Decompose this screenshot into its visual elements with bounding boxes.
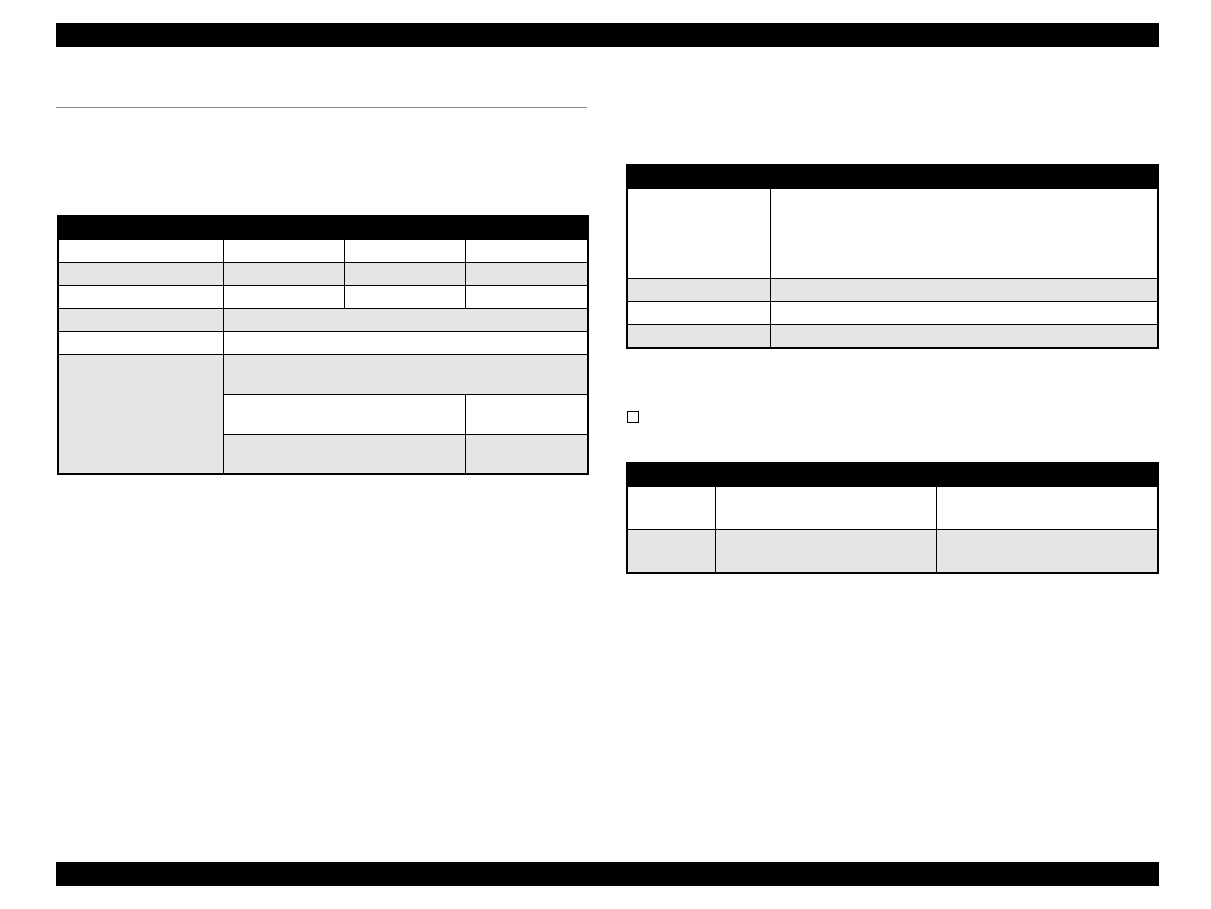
- table-cell: [464, 434, 589, 474]
- header-cell: [464, 215, 589, 240]
- table-row: [57, 262, 589, 286]
- table-row: [626, 529, 1159, 573]
- header-bar: [56, 23, 1159, 47]
- table-cell: [222, 239, 345, 263]
- header-cell: [626, 164, 771, 189]
- right-top-spec-table: [626, 164, 1159, 349]
- table-cell: [714, 529, 937, 573]
- table-cell: [57, 239, 224, 263]
- footer-bar: [56, 862, 1159, 886]
- table-cell: [57, 308, 224, 332]
- table-cell: [222, 354, 589, 395]
- table-row: [626, 278, 1159, 302]
- header-cell: [935, 462, 1159, 487]
- header-cell: [626, 462, 716, 487]
- table-row: [57, 285, 589, 309]
- table-header-row: [626, 164, 1159, 189]
- table-cell: [343, 285, 466, 309]
- table-row: [626, 188, 1159, 279]
- checkbox-bullet-icon: [627, 411, 639, 423]
- header-cell: [222, 215, 345, 240]
- table-row: [626, 486, 1159, 530]
- table-cell: [769, 278, 1159, 302]
- table-cell: [626, 278, 771, 302]
- table-cell: [57, 285, 224, 309]
- table-cell: [464, 285, 589, 309]
- table-cell: [626, 529, 716, 573]
- table-cell: [626, 486, 716, 530]
- table-cell: [464, 262, 589, 286]
- table-cell: [464, 239, 589, 263]
- table-row: [626, 324, 1159, 348]
- table-cell: [714, 486, 937, 530]
- table-cell: [222, 308, 589, 332]
- table-header-row: [626, 462, 1159, 487]
- table-cell: [222, 262, 345, 286]
- table-cell: [222, 285, 345, 309]
- table-cell: [57, 354, 224, 474]
- table-row: [57, 308, 589, 332]
- table-cell: [935, 486, 1159, 530]
- table-cell: [626, 301, 771, 325]
- header-cell: [57, 215, 224, 240]
- table-cell: [343, 239, 466, 263]
- header-cell: [714, 462, 937, 487]
- table-row: [626, 301, 1159, 325]
- table-cell: [222, 434, 466, 474]
- table-cell: [626, 188, 771, 279]
- table-cell: [769, 188, 1159, 279]
- table-row: [57, 331, 589, 355]
- table-cell: [626, 324, 771, 348]
- table-cell: [464, 394, 589, 435]
- left-spec-table: [57, 215, 589, 475]
- header-cell: [769, 164, 1159, 189]
- table-cell: [935, 529, 1159, 573]
- table-cell: [343, 262, 466, 286]
- table-row: [57, 239, 589, 263]
- table-row: [58, 434, 589, 474]
- table-cell: [222, 331, 589, 355]
- table-row: [57, 354, 589, 474]
- right-bottom-spec-table: [626, 462, 1159, 574]
- table-cell: [769, 301, 1159, 325]
- table-cell: [57, 262, 224, 286]
- section-rule: [56, 107, 587, 108]
- table-cell: [769, 324, 1159, 348]
- table-cell: [57, 331, 224, 355]
- header-cell: [343, 215, 466, 240]
- table-cell: [222, 394, 466, 435]
- table-header-row: [57, 215, 589, 240]
